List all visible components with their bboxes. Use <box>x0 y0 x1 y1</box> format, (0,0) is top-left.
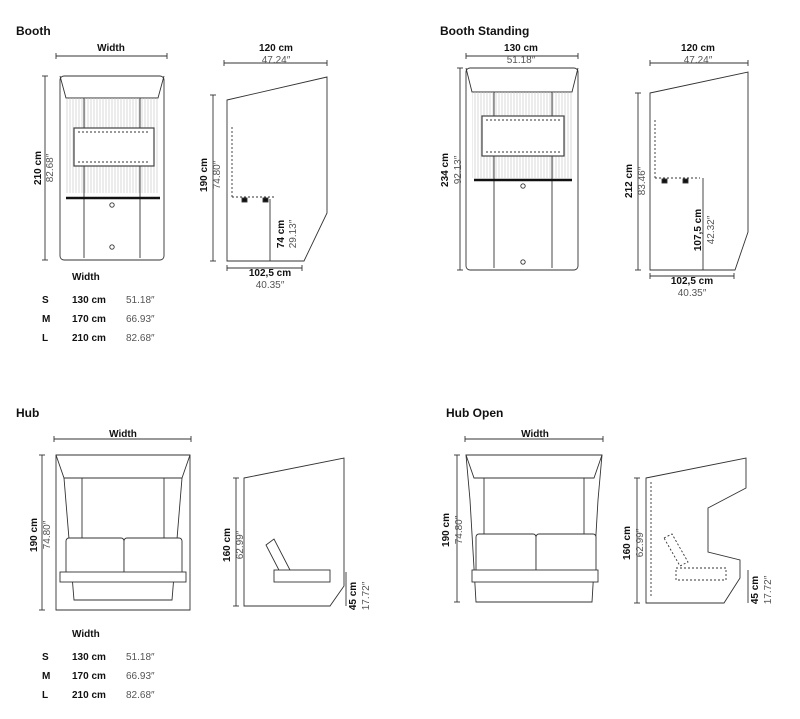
size-code: L <box>42 333 49 344</box>
hub-open-seat-height-in: 17.72″ <box>763 575 774 604</box>
hub-front-width-label: Width <box>109 429 137 440</box>
booth-standing-side-height-in: 83.46″ <box>637 166 648 195</box>
size-code: S <box>42 652 49 663</box>
hub-open-title: Hub Open <box>446 406 504 420</box>
size-code: M <box>42 314 51 325</box>
hub-open-front-view <box>454 436 604 603</box>
size-cm: 170 cm <box>72 314 106 325</box>
booth-front-view <box>42 53 168 261</box>
size-cm: 210 cm <box>72 333 106 344</box>
size-cm: 210 cm <box>72 690 106 701</box>
booth-standing-side-view <box>635 60 749 279</box>
booth-standing-front-view <box>457 53 579 271</box>
hub-title: Hub <box>16 406 40 420</box>
booth-standing-front-height-in: 92.13″ <box>453 155 464 184</box>
booth-depth-in: 40.35″ <box>256 280 285 291</box>
table-row: L 210 cm 82.68″ <box>42 329 155 348</box>
hub-side-height-cm: 160 cm <box>222 528 233 562</box>
booth-side-view <box>210 60 328 271</box>
booth-side-top-cm: 120 cm <box>259 43 293 54</box>
booth-standing-desk-height-cm: 107,5 cm <box>693 209 704 251</box>
hub-seat-height-in: 17.72″ <box>361 581 372 610</box>
booth-standing-depth-cm: 102,5 cm <box>671 276 713 287</box>
size-in: 51.18″ <box>126 652 155 663</box>
hub-open-front-height-in: 74.80″ <box>454 515 465 544</box>
booth-side-height-cm: 190 cm <box>199 158 210 192</box>
size-in: 66.93″ <box>126 671 155 682</box>
booth-depth-cm: 102,5 cm <box>249 268 291 279</box>
hub-seat-height-cm: 45 cm <box>348 582 359 610</box>
hub-side-height-in: 62.99″ <box>235 530 246 559</box>
hub-size-table-header: Width <box>72 629 100 640</box>
hub-front-height-in: 74.80″ <box>42 520 53 549</box>
hub-open-side-height-in: 62.99″ <box>635 528 646 557</box>
booth-standing-side-top-cm: 120 cm <box>681 43 715 54</box>
booth-size-table: Width S 130 cm 51.18″ M 170 cm 66.93″ L … <box>42 272 155 348</box>
booth-front-height-cm: 210 cm <box>33 151 44 185</box>
booth-standing-front-width-in: 51.18″ <box>507 55 536 66</box>
booth-standing-side-height-cm: 212 cm <box>624 164 635 198</box>
booth-desk-height-in: 29.13″ <box>288 219 299 248</box>
booth-side-top-in: 47.24″ <box>262 55 291 66</box>
size-code: L <box>42 690 49 701</box>
size-in: 66.93″ <box>126 314 155 325</box>
hub-front-view <box>39 436 192 611</box>
size-cm: 130 cm <box>72 295 106 306</box>
booth-desk-height-cm: 74 cm <box>276 220 287 248</box>
booth-standing-front-width-cm: 130 cm <box>504 43 538 54</box>
hub-open-front-width-label: Width <box>521 429 549 440</box>
table-row: S 130 cm 51.18″ <box>42 648 155 667</box>
size-cm: 170 cm <box>72 671 106 682</box>
booth-standing-front-height-cm: 234 cm <box>440 153 451 187</box>
booth-standing-side-top-in: 47.24″ <box>684 55 713 66</box>
booth-standing-desk-height-in: 42.32″ <box>706 215 717 244</box>
hub-open-side-height-cm: 160 cm <box>622 526 633 560</box>
size-in: 82.68″ <box>126 690 155 701</box>
booth-front-height-in: 82.68″ <box>45 153 56 182</box>
hub-open-front-height-cm: 190 cm <box>441 513 452 547</box>
booth-standing-depth-in: 40.35″ <box>678 288 707 299</box>
size-code: S <box>42 295 49 306</box>
booth-size-table-header: Width <box>72 272 100 283</box>
booth-standing-title: Booth Standing <box>440 24 530 38</box>
table-row: M 170 cm 66.93″ <box>42 310 155 329</box>
booth-front-width-label: Width <box>97 43 125 54</box>
size-in: 82.68″ <box>126 333 155 344</box>
size-in: 51.18″ <box>126 295 155 306</box>
size-cm: 130 cm <box>72 652 106 663</box>
booth-side-height-in: 74.80″ <box>212 160 223 189</box>
hub-open-side-view <box>634 457 749 604</box>
hub-side-view <box>233 457 347 607</box>
hub-front-height-cm: 190 cm <box>29 518 40 552</box>
table-row: L 210 cm 82.68″ <box>42 686 155 705</box>
table-row: S 130 cm 51.18″ <box>42 291 155 310</box>
booth-title: Booth <box>16 24 51 38</box>
size-code: M <box>42 671 51 682</box>
hub-size-table: Width S 130 cm 51.18″ M 170 cm 66.93″ L … <box>42 629 155 705</box>
hub-open-seat-height-cm: 45 cm <box>750 576 761 604</box>
table-row: M 170 cm 66.93″ <box>42 667 155 686</box>
